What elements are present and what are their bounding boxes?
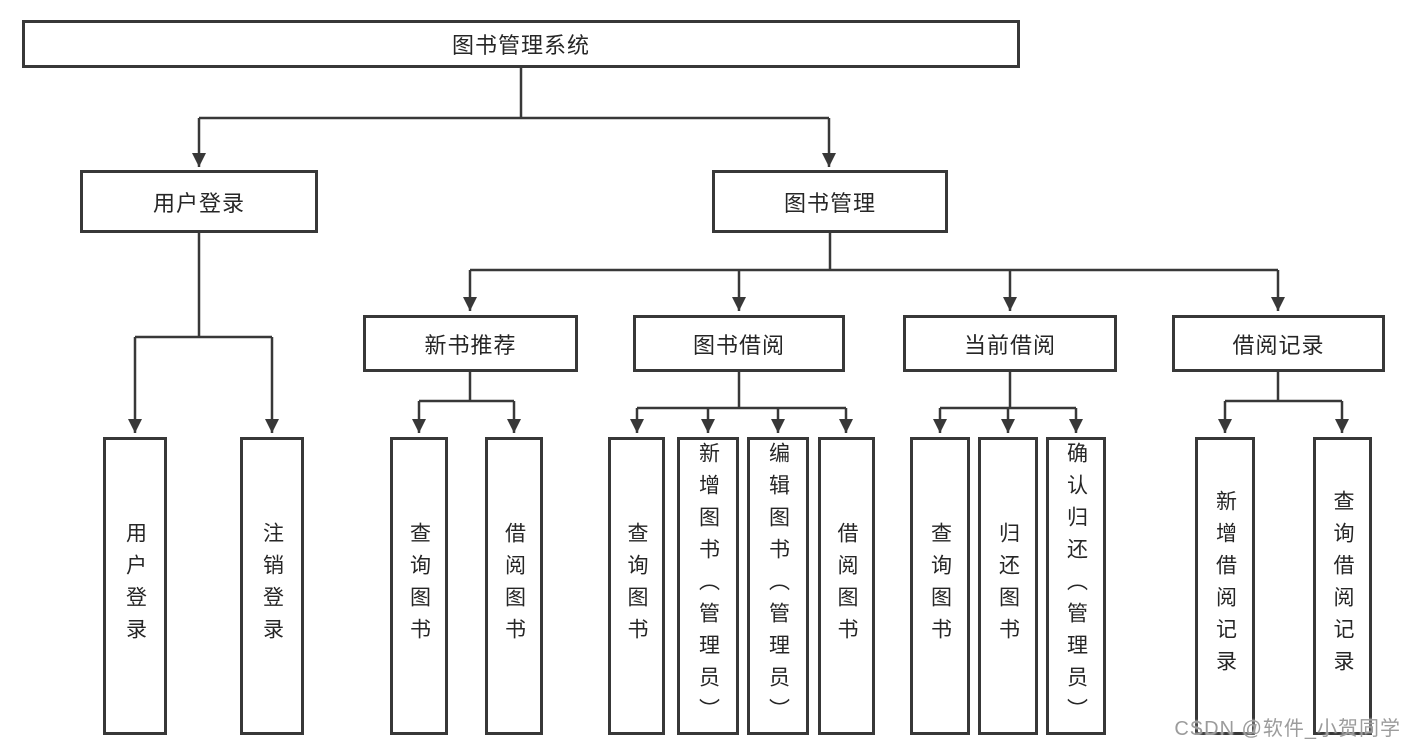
leaf-label: 用户登录 — [123, 522, 147, 650]
connector-current-to-leaves — [933, 372, 1083, 433]
leaf-query-borrow-record: 查询借阅记录 — [1313, 437, 1372, 735]
leaf-label: 查询图书 — [407, 522, 431, 650]
leaf-label: 查询图书 — [625, 522, 648, 650]
node-label: 图书管理系统 — [451, 33, 590, 58]
node-label: 图书管理 — [783, 190, 876, 216]
leaf-borrow-books: 借阅图书 — [818, 437, 875, 735]
leaf-label: 新增图书（管理员） — [696, 442, 720, 730]
leaf-label: 借阅图书 — [835, 522, 858, 650]
node-label: 借阅记录 — [1232, 332, 1325, 358]
leaf-borrow-query-books: 查询图书 — [608, 437, 665, 735]
leaf-label: 编辑图书（管理员） — [766, 442, 790, 730]
node-user-login-module: 用户登录 — [80, 170, 318, 233]
leaf-label: 借阅图书 — [502, 522, 526, 650]
connector-login-to-leaves — [128, 233, 279, 433]
node-borrow-records: 借阅记录 — [1172, 315, 1385, 372]
node-label: 用户登录 — [152, 190, 245, 216]
leaf-confirm-return-admin: 确认归还（管理员） — [1046, 437, 1106, 735]
leaf-label: 新增借阅记录 — [1213, 490, 1237, 682]
connector-mgmt-to-groups — [463, 233, 1285, 311]
leaf-label: 确认归还（管理员） — [1064, 442, 1088, 730]
node-label: 当前借阅 — [963, 332, 1056, 358]
connector-borrow-to-leaves — [630, 372, 853, 433]
node-root-system: 图书管理系统 — [22, 20, 1020, 68]
leaf-add-borrow-record: 新增借阅记录 — [1195, 437, 1255, 735]
leaf-label: 查询图书 — [928, 522, 952, 650]
leaf-user-login: 用户登录 — [103, 437, 167, 735]
node-new-book-recommend: 新书推荐 — [363, 315, 578, 372]
csdn-watermark: CSDN @软件_小贺同学 — [1174, 718, 1401, 740]
node-label: 新书推荐 — [424, 332, 517, 358]
leaf-label: 查询借阅记录 — [1331, 490, 1354, 682]
leaf-edit-book-admin: 编辑图书（管理员） — [747, 437, 809, 735]
leaf-label: 注销登录 — [260, 522, 284, 650]
leaf-newbook-query-books: 查询图书 — [390, 437, 448, 735]
connector-records-to-leaves — [1218, 372, 1349, 433]
leaf-label: 归还图书 — [996, 522, 1020, 650]
node-book-borrow: 图书借阅 — [633, 315, 845, 372]
leaf-current-query-books: 查询图书 — [910, 437, 970, 735]
connector-newbook-to-leaves — [412, 372, 521, 433]
node-label: 图书借阅 — [692, 332, 785, 358]
connector-root-to-level2 — [192, 68, 836, 167]
leaf-logout: 注销登录 — [240, 437, 304, 735]
leaf-add-book-admin: 新增图书（管理员） — [677, 437, 739, 735]
leaf-newbook-borrow-books: 借阅图书 — [485, 437, 543, 735]
leaf-return-books: 归还图书 — [978, 437, 1038, 735]
node-book-management-module: 图书管理 — [712, 170, 948, 233]
node-current-borrow: 当前借阅 — [903, 315, 1117, 372]
